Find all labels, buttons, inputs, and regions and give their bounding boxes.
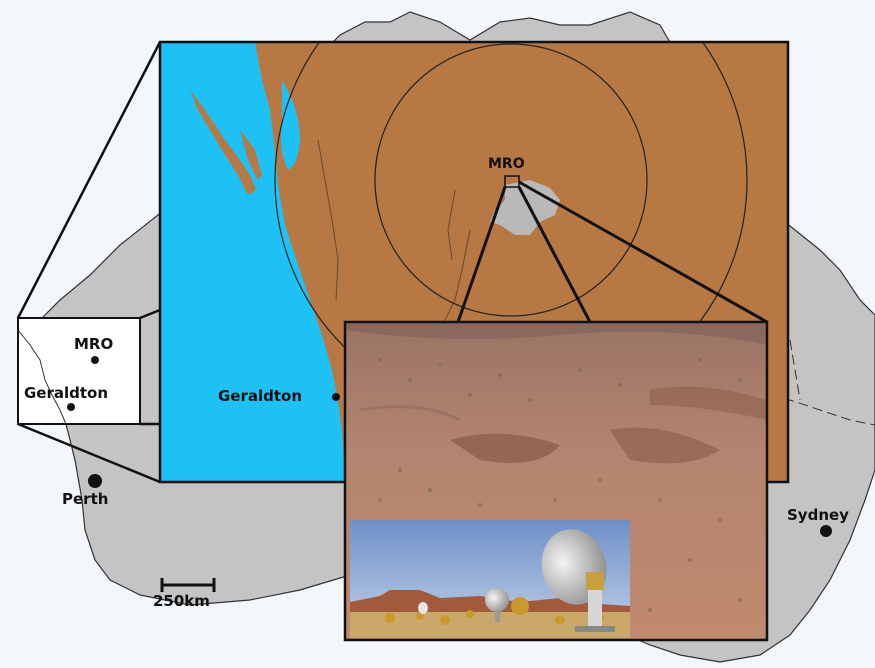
mro-marker-small	[91, 356, 99, 364]
connector-line	[17, 422, 161, 484]
photo-connector	[518, 180, 768, 324]
geraldton-marker-small	[67, 403, 75, 411]
shark-bay-inlet	[280, 80, 300, 170]
aerial-photo-frame	[343, 320, 769, 642]
river	[439, 229, 471, 331]
telescope-render	[350, 520, 630, 638]
locator-box	[17, 317, 141, 425]
scale-bar-label: 250km	[153, 592, 210, 610]
ocean	[160, 42, 345, 482]
geraldton-label-zoom: Geraldton	[218, 387, 302, 405]
sydney-label: Sydney	[787, 506, 849, 524]
perth-marker	[88, 474, 102, 488]
photo-connector	[517, 186, 592, 323]
state-border	[789, 339, 801, 401]
mro-label-zoom: MRO	[488, 156, 525, 172]
mro-label-small: MRO	[74, 335, 113, 353]
exclusion-zone-inner	[374, 43, 648, 317]
perth-label: Perth	[62, 490, 108, 508]
photo-connector	[456, 186, 507, 323]
connector-line	[139, 308, 161, 320]
connector-line	[16, 41, 162, 319]
zoom-panel: MRO Geraldton	[160, 42, 788, 482]
sydney-marker	[820, 525, 832, 537]
locator-coastline	[17, 329, 67, 425]
geraldton-marker-zoom	[332, 393, 340, 401]
scale-bar	[160, 578, 216, 592]
river	[317, 139, 339, 301]
peninsula	[240, 130, 262, 180]
mro-site-box	[504, 175, 520, 188]
geraldton-label-small: Geraldton	[24, 384, 108, 402]
peninsula	[190, 90, 256, 195]
river	[447, 189, 456, 261]
